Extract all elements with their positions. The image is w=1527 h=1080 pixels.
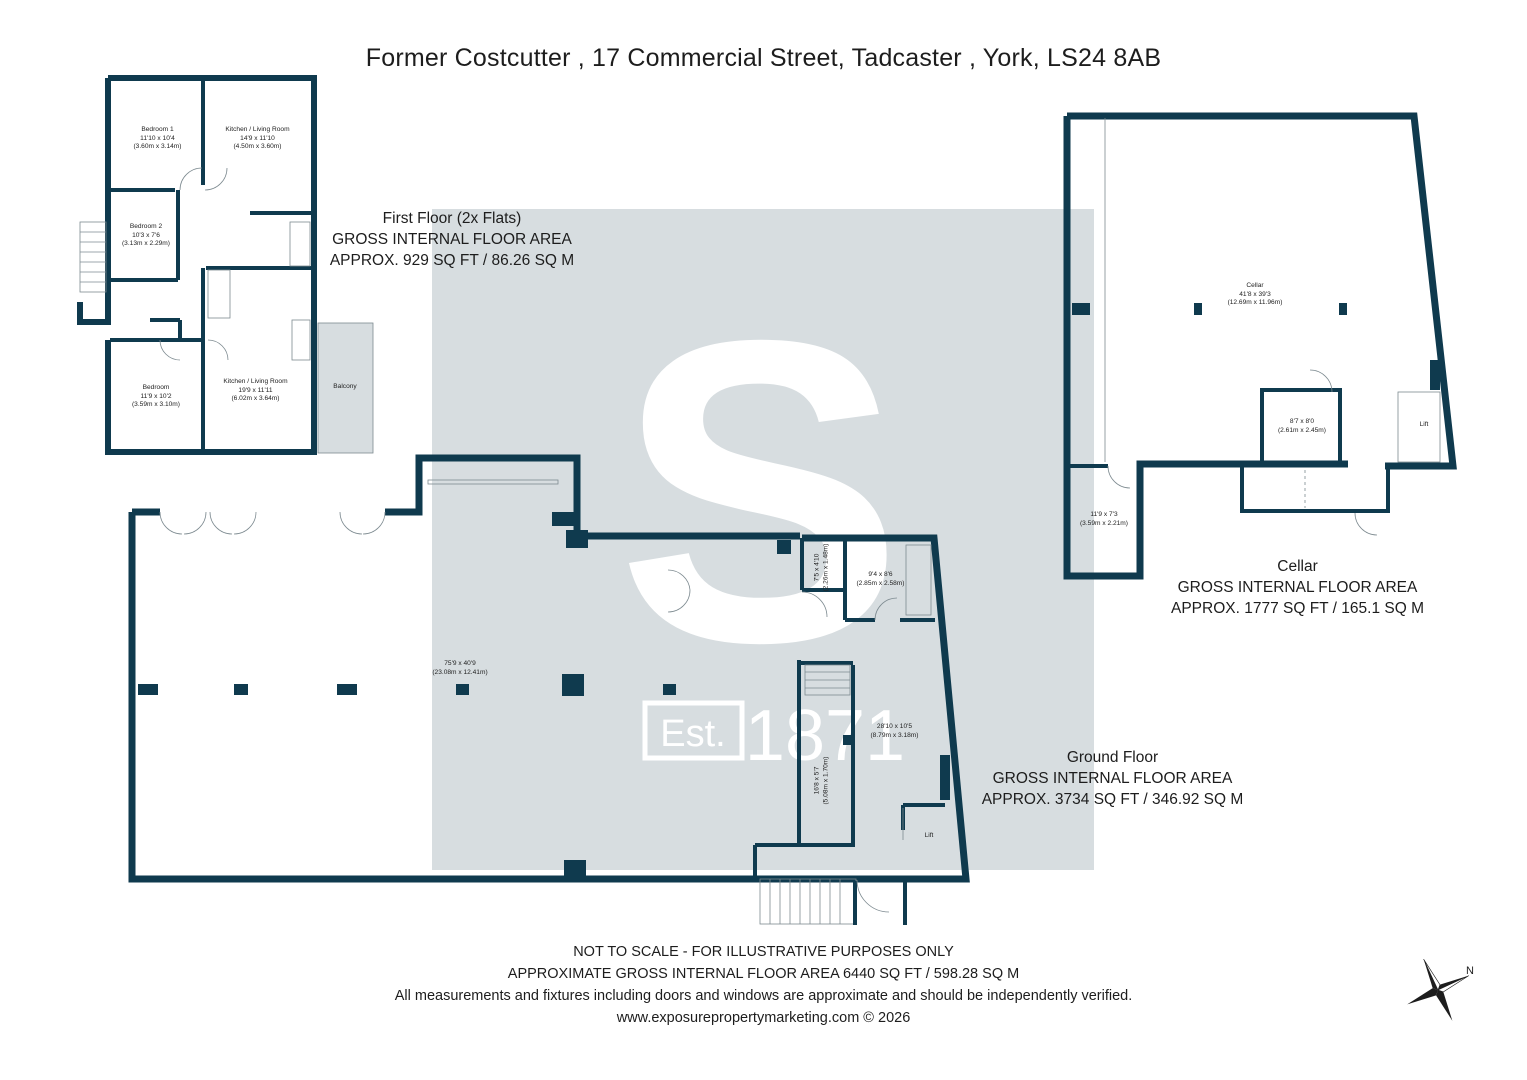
room-name: Bedroom 1 — [141, 126, 174, 133]
room-imperial: 9'4 x 8'6 — [868, 571, 893, 578]
room-metric: (23.08m x 12.41m) — [432, 668, 488, 676]
room-imperial: 14'9 x 11'10 — [240, 134, 275, 142]
footer-scale-note: NOT TO SCALE - FOR ILLUSTRATIVE PURPOSES… — [573, 944, 954, 960]
room-metric: (5.08m x 1.70m) — [822, 756, 829, 805]
ground-floor-area: APPROX. 3734 SQ FT / 346.92 SQ M — [981, 791, 1244, 808]
ground-floor-gia: GROSS INTERNAL FLOOR AREA — [992, 770, 1233, 787]
cellar-gia: GROSS INTERNAL FLOOR AREA — [1177, 579, 1418, 596]
compass-rose-icon — [1407, 959, 1469, 1021]
footer-total-area: APPROXIMATE GROSS INTERNAL FLOOR AREA 64… — [507, 966, 1020, 982]
ground-floor-plan — [128, 454, 970, 925]
first-floor-area-label: First Floor (2x Flats) GROSS INTERNAL FL… — [322, 208, 582, 271]
room-imperial: 28'10 x 10'5 — [876, 723, 913, 730]
first-floor-gia: GROSS INTERNAL FLOOR AREA — [332, 231, 572, 248]
watermark-est-box — [642, 700, 745, 761]
room-imperial: 11'9 x 10'2 — [140, 392, 172, 400]
room-bedroom-3: Bedroom 11'9 x 10'2 (3.59m x 3.10m) — [112, 384, 200, 410]
ground-floor-area-label: Ground Floor GROSS INTERNAL FLOOR AREA A… — [975, 747, 1250, 810]
room-cellar-small: 11'9 x 7'3 (3.59m x 2.21m) — [1070, 511, 1138, 528]
cellar-area-label: Cellar GROSS INTERNAL FLOOR AREA APPROX.… — [1165, 556, 1430, 619]
first-floor-plan — [77, 75, 374, 455]
room-balcony: Balcony — [320, 383, 370, 392]
room-imperial: 8'7 x 8'0 — [1289, 418, 1315, 425]
room-metric: (2.26m x 1.48m) — [822, 543, 829, 592]
room-cellar-main: Cellar 41'8 x 39'3 (12.69m x 11.96m) — [1205, 282, 1305, 308]
room-name: Balcony — [333, 383, 357, 390]
room-imperial: 19'9 x 11'11 — [238, 386, 273, 394]
room-name: Cellar — [1246, 282, 1264, 289]
room-name: Lift — [1419, 421, 1429, 428]
room-bedroom-1: Bedroom 1 11'10 x 10'4 (3.60m x 3.14m) — [115, 126, 200, 152]
balcony-area — [317, 322, 374, 454]
cellar-plan — [1063, 112, 1457, 580]
room-cellar-store: 8'7 x 8'0 (2.61m x 2.45m) — [1268, 418, 1336, 435]
ground-floor-heading: Ground Floor — [1066, 749, 1159, 766]
room-metric: (2.61m x 2.45m) — [1277, 426, 1326, 434]
room-lift-ground: Lift — [915, 832, 943, 841]
room-metric: (3.60m x 3.14m) — [133, 143, 182, 150]
room-name: Lift — [924, 832, 934, 839]
room-corridor: 16'8 x 5'7 (5.08m x 1.70m) — [814, 746, 831, 816]
cellar-heading: Cellar — [1277, 558, 1318, 575]
first-floor-heading: First Floor (2x Flats) — [382, 210, 522, 227]
watermark-est: Est. — [660, 713, 725, 755]
plan-title: Former Costcutter , 17 Commercial Street… — [365, 44, 1162, 72]
room-metric: (3.59m x 2.21m) — [1079, 519, 1128, 527]
room-back-store: 28'10 x 10'5 (8.79m x 3.18m) — [862, 723, 927, 740]
first-floor-area: APPROX. 929 SQ FT / 86.26 SQ M — [329, 252, 575, 269]
room-lift-cellar: Lift — [1410, 421, 1438, 430]
watermark-year: 1871 — [745, 696, 905, 776]
room-kitchen-living-1: Kitchen / Living Room 14'9 x 11'10 (4.50… — [210, 126, 305, 152]
room-imperial: 11'10 x 10'4 — [140, 134, 175, 142]
room-name: Bedroom — [142, 384, 170, 391]
room-metric: (4.50m x 3.60m) — [233, 143, 282, 150]
room-imperial: 41'8 x 39'3 — [1239, 290, 1271, 298]
room-metric: (8.79m x 3.18m) — [870, 731, 919, 739]
room-name: Kitchen / Living Room — [225, 126, 290, 133]
room-name: Bedroom 2 — [129, 223, 163, 230]
room-store-small: 7'5 x 4'10 (2.26m x 1.48m) — [814, 533, 831, 603]
room-name: Kitchen / Living Room — [223, 378, 288, 385]
room-metric: (6.02m x 3.64m) — [231, 395, 280, 402]
room-office: 9'4 x 8'6 (2.85m x 2.58m) — [848, 571, 913, 588]
watermark-letter: S — [617, 252, 904, 732]
room-imperial: 7'5 x 4'10 — [813, 553, 821, 582]
room-metric: (2.85m x 2.58m) — [856, 579, 905, 587]
footer-website-link[interactable]: www.exposurepropertymarketing.com © 2026 — [616, 1010, 911, 1026]
compass-north-label: N — [1466, 965, 1474, 977]
room-imperial: 10'3 x 7'6 — [132, 231, 160, 239]
room-bedroom-2: Bedroom 2 10'3 x 7'6 (3.13m x 2.29m) — [110, 223, 182, 249]
cellar-area: APPROX. 1777 SQ FT / 165.1 SQ M — [1171, 600, 1424, 617]
disclaimer-footer: NOT TO SCALE - FOR ILLUSTRATIVE PURPOSES… — [0, 941, 1527, 1029]
room-imperial: 11'9 x 7'3 — [1090, 511, 1118, 518]
footer-measurement-note: All measurements and fixtures including … — [394, 988, 1133, 1004]
room-metric: (3.59m x 3.10m) — [131, 401, 180, 408]
room-metric: (3.13m x 2.29m) — [121, 240, 170, 247]
room-metric: (12.69m x 11.96m) — [1227, 299, 1283, 306]
room-imperial: 16'8 x 5'7 — [813, 766, 821, 795]
room-kitchen-living-2: Kitchen / Living Room 19'9 x 11'11 (6.02… — [208, 378, 303, 404]
room-shop-floor: 75'9 x 40'9 (23.08m x 12.41m) — [415, 660, 505, 677]
room-imperial: 75'9 x 40'9 — [444, 660, 476, 667]
